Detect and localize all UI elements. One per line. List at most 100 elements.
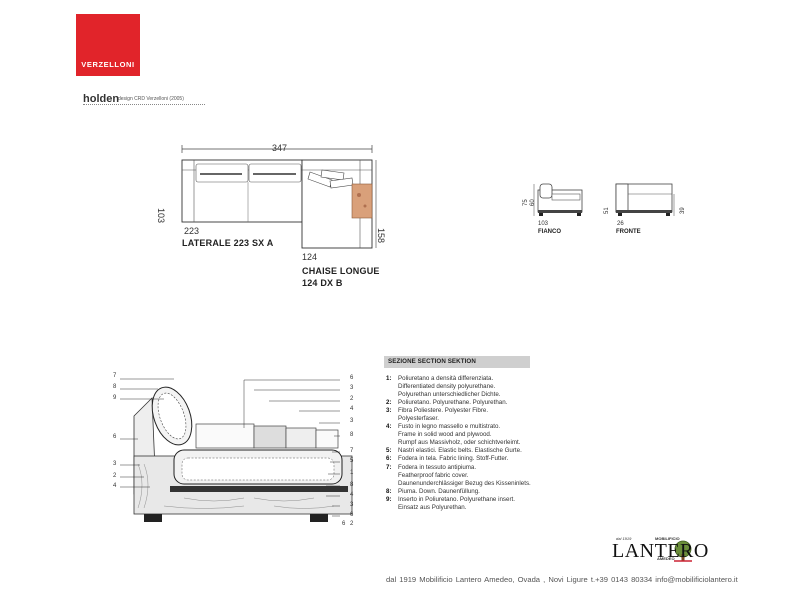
fronte-front-view	[615, 183, 675, 216]
legend-row: 6: Fodera in tela. Fabric lining. Stoff-F…	[386, 455, 562, 463]
fianco-height-outer: 75	[523, 199, 529, 206]
callout-right-5: 3	[350, 418, 354, 424]
legend-row: Rumpf aus Massivholz, oder schichtverlei…	[386, 439, 562, 447]
product-credit: design CRD Verzelloni (2005)	[118, 96, 184, 102]
legend-text: Featherproof fabric cover.	[398, 471, 469, 479]
legend-text: Daunenunderchlässiger Bezug des Kissenin…	[398, 479, 531, 487]
fronte-width: 26	[617, 221, 624, 227]
header-divider	[83, 104, 205, 105]
legend-text: Fodera in tessuto antipiuma.	[398, 463, 477, 471]
legend-number	[386, 504, 398, 512]
legend-row: Einsatz aus Polyurethan.	[386, 504, 562, 512]
fronte-label: FRONTE	[616, 229, 641, 235]
legend-text: Einsatz aus Polyurethan.	[398, 503, 467, 511]
fianco-side-view	[533, 183, 583, 216]
legend-text: Poliuretano. Polyurethane. Polyurethan.	[398, 399, 508, 407]
legend-text: Differentiated density polyurethane.	[398, 383, 496, 391]
legend-row: 4: Fusto in legno massello e multistrato.	[386, 423, 562, 431]
product-name: holden	[83, 93, 120, 105]
dealer-tag: MOBILIFICIO	[655, 536, 680, 541]
legend-number: 9:	[386, 495, 392, 503]
logo-text: VERZELLONI	[81, 60, 135, 69]
legend-number: 1:	[386, 375, 392, 382]
legend-row: Polyesterfaser.	[386, 415, 562, 423]
total-width-dimension: 347	[272, 143, 288, 153]
fronte-height-inner: 39	[680, 207, 686, 214]
legend-row: Frame in solid wood and plywood.	[386, 431, 562, 439]
legend-row: Featherproof fabric cover.	[386, 472, 562, 480]
callout-right-4: 4	[350, 406, 354, 412]
legend-number: 3:	[386, 407, 392, 415]
legend-row: 1: Poliuretano a densità differenziata.	[386, 375, 562, 383]
callout-right-7: 7	[350, 448, 354, 454]
callout-right-15: 6	[342, 521, 346, 527]
legend-text: Rumpf aus Massivholz, oder schichtverlei…	[398, 439, 521, 447]
callout-right-6: 8	[350, 432, 354, 438]
legend-number: 8:	[386, 487, 392, 495]
callout-left-6: 2	[113, 473, 117, 479]
dealer-footer: dal 1919 Mobilificio Lantero Amedeo, Ova…	[386, 575, 738, 584]
chaise-label-line2: 124 DX B	[302, 278, 343, 288]
callout-left-1: 7	[113, 373, 117, 379]
legend-text: Polyesterfaser.	[398, 415, 439, 423]
legend-text: Inserto in Poliuretano. Polyurethane ins…	[398, 495, 515, 503]
callout-right-3: 2	[350, 396, 354, 402]
sofa-plan-drawing	[181, 145, 377, 249]
legend-text: Polyurethan unterschiedlicher Dichte.	[398, 391, 501, 399]
legend-row: 8: Piuma. Down. Daunenfüllung.	[386, 488, 562, 496]
dealer-sub: AMEDEO	[657, 556, 675, 561]
legend-row: Daunenunderchlässiger Bezug des Kissenin…	[386, 480, 562, 488]
legend-number: 4:	[386, 423, 392, 431]
fianco-height-inner: 60	[530, 199, 536, 206]
callout-right-8: 5	[350, 458, 354, 464]
dealer-name: LANTERO	[612, 540, 709, 562]
callout-right-14: 2	[350, 521, 354, 527]
laterale-label: LATERALE 223 SX A	[182, 238, 274, 248]
legend-text: Frame in solid wood and plywood.	[398, 431, 492, 439]
legend-row: 2: Poliuretano. Polyurethane. Polyurethan…	[386, 399, 562, 407]
tree-emblem-icon	[674, 540, 692, 562]
legend-number: 5:	[386, 447, 392, 455]
legend-row: Polyurethan unterschiedlicher Dichte.	[386, 391, 562, 399]
verzelloni-logo: VERZELLONI	[76, 14, 140, 76]
legend-number	[386, 472, 398, 480]
dealer-since: dal 1919	[616, 536, 632, 541]
legend-number	[386, 480, 398, 488]
callout-right-12: 3	[350, 502, 354, 508]
legend-row: 7: Fodera in tessuto antipiuma.	[386, 464, 562, 472]
legend-text: Fusto in legno massello e multistrato.	[398, 423, 501, 431]
laterale-width-dimension: 223	[184, 226, 200, 236]
legend-number	[386, 415, 398, 423]
legend-number: 7:	[386, 463, 392, 471]
callout-left-2: 8	[113, 384, 117, 390]
section-legend: 1: Poliuretano a densità differenziata.Di…	[386, 375, 562, 512]
callout-right-9: 1	[350, 470, 354, 476]
legend-text: Nastri elastici. Elastic belts. Elastisc…	[398, 447, 522, 455]
legend-text: Poliuretano a densità differenziata.	[398, 375, 494, 382]
legend-row: 5: Nastri elastici. Elastic belts. Elasti…	[386, 447, 562, 455]
legend-number	[386, 439, 398, 447]
legend-number	[386, 431, 398, 439]
callout-left-3: 9	[113, 395, 117, 401]
callout-right-10: 8	[350, 482, 354, 488]
legend-text: Fibra Poliestere. Polyester Fibre.	[398, 407, 489, 415]
legend-text: Piuma. Down. Daunenfüllung.	[398, 487, 480, 495]
legend-row: 3: Fibra Poliestere. Polyester Fibre.	[386, 407, 562, 415]
callout-left-4: 6	[113, 434, 117, 440]
section-drawing	[120, 378, 353, 522]
chaise-label-line1: CHAISE LONGUE	[302, 266, 380, 276]
fronte-height-outer: 51	[604, 207, 610, 214]
legend-number	[386, 391, 398, 399]
legend-number: 6:	[386, 455, 392, 463]
fianco-label: FIANCO	[538, 229, 561, 235]
legend-text: Fodera in tela. Fabric lining. Stoff-Fut…	[398, 455, 509, 463]
callout-right-1: 6	[350, 375, 354, 381]
callout-right-11: 4	[350, 492, 354, 498]
chaise-width-dimension: 124	[302, 252, 318, 262]
chaise-depth-dimension: 158	[376, 228, 386, 244]
section-header: SEZIONE SECTION SEKTION	[384, 356, 530, 368]
legend-row: 9: Inserto in Poliuretano. Polyurethane i…	[386, 496, 562, 504]
legend-number: 2:	[386, 399, 392, 407]
callout-left-7: 4	[113, 483, 117, 489]
legend-row: Differentiated density polyurethane.	[386, 383, 562, 391]
